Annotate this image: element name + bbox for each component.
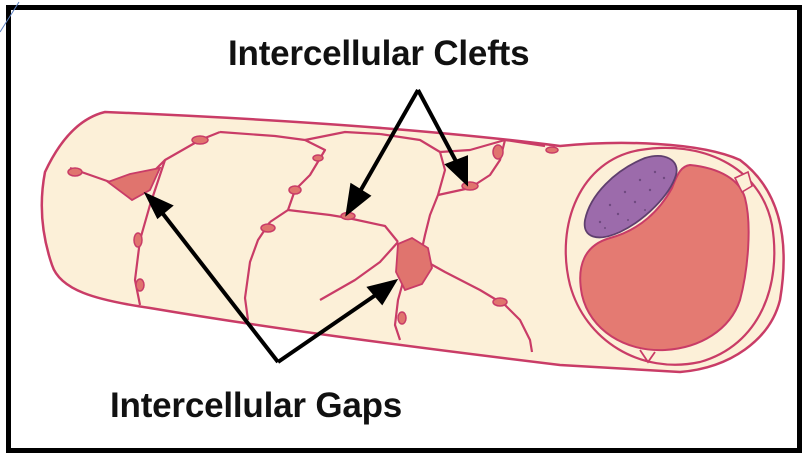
capillary-end bbox=[566, 148, 775, 365]
clefts-label: Intercellular Clefts bbox=[228, 34, 529, 74]
gaps-label: Intercellular Gaps bbox=[110, 386, 402, 426]
